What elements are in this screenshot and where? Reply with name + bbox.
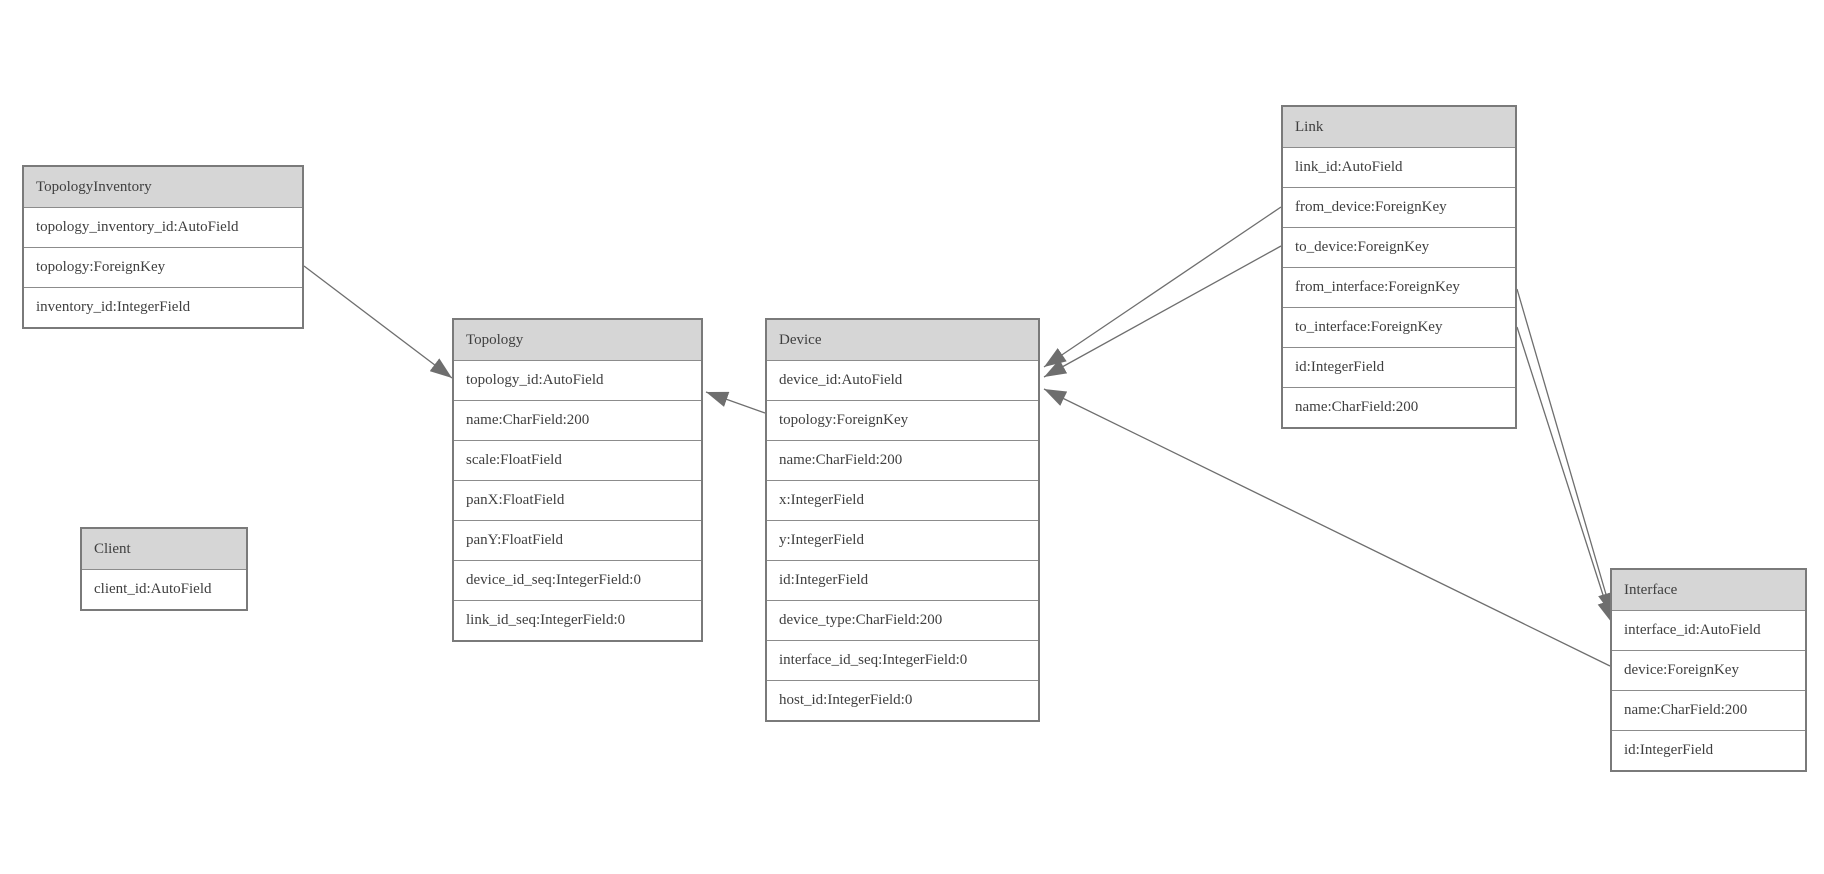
relationship-line-topologyinventory-topology (303, 265, 453, 379)
entity-field-row: name:CharField:200 (1612, 690, 1805, 730)
entity-field-row: id:IntegerField (767, 560, 1038, 600)
entity-field-row: to_device:ForeignKey (1283, 227, 1515, 267)
entity-header-topology: Topology (454, 320, 701, 360)
entity-field-row: from_interface:ForeignKey (1283, 267, 1515, 307)
entity-field-row: link_id:AutoField (1283, 147, 1515, 187)
entity-field-row: device:ForeignKey (1612, 650, 1805, 690)
entity-field-row: panX:FloatField (454, 480, 701, 520)
entity-field-row: to_interface:ForeignKey (1283, 307, 1515, 347)
entity-field-row: panY:FloatField (454, 520, 701, 560)
entity-header-link: Link (1283, 107, 1515, 147)
entity-field-row: device_id:AutoField (767, 360, 1038, 400)
relationship-line-device-topology (705, 391, 766, 414)
relationship-line-link-to-device (1043, 245, 1282, 378)
entity-field-row: topology_inventory_id:AutoField (24, 207, 302, 247)
entity-field-row: topology:ForeignKey (24, 247, 302, 287)
relationship-line-interface-device (1043, 388, 1611, 667)
entity-field-row: name:CharField:200 (454, 400, 701, 440)
entity-field-row: y:IntegerField (767, 520, 1038, 560)
entity-field-row: x:IntegerField (767, 480, 1038, 520)
entity-field-row: inventory_id:IntegerField (24, 287, 302, 327)
entity-field-row: interface_id:AutoField (1612, 610, 1805, 650)
entity-field-row: topology:ForeignKey (767, 400, 1038, 440)
entity-field-row: name:CharField:200 (1283, 387, 1515, 427)
entity-field-row: client_id:AutoField (82, 569, 246, 609)
entity-field-row: id:IntegerField (1283, 347, 1515, 387)
entity-field-row: link_id_seq:IntegerField:0 (454, 600, 701, 640)
entity-header-topologyinventory: TopologyInventory (24, 167, 302, 207)
entity-field-row: device_type:CharField:200 (767, 600, 1038, 640)
entity-field-row: host_id:IntegerField:0 (767, 680, 1038, 720)
entity-field-row: topology_id:AutoField (454, 360, 701, 400)
entity-field-row: id:IntegerField (1612, 730, 1805, 770)
entity-field-row: interface_id_seq:IntegerField:0 (767, 640, 1038, 680)
entity-field-row: name:CharField:200 (767, 440, 1038, 480)
entity-header-device: Device (767, 320, 1038, 360)
relationship-line-link-from-interface (1516, 288, 1614, 616)
relationship-line-link-from-device (1043, 206, 1282, 368)
entity-field-row: from_device:ForeignKey (1283, 187, 1515, 227)
entity-field-row: scale:FloatField (454, 440, 701, 480)
entity-field-row: device_id_seq:IntegerField:0 (454, 560, 701, 600)
entity-header-client: Client (82, 529, 246, 569)
entity-header-interface: Interface (1612, 570, 1805, 610)
relationship-line-link-to-interface (1516, 326, 1613, 624)
